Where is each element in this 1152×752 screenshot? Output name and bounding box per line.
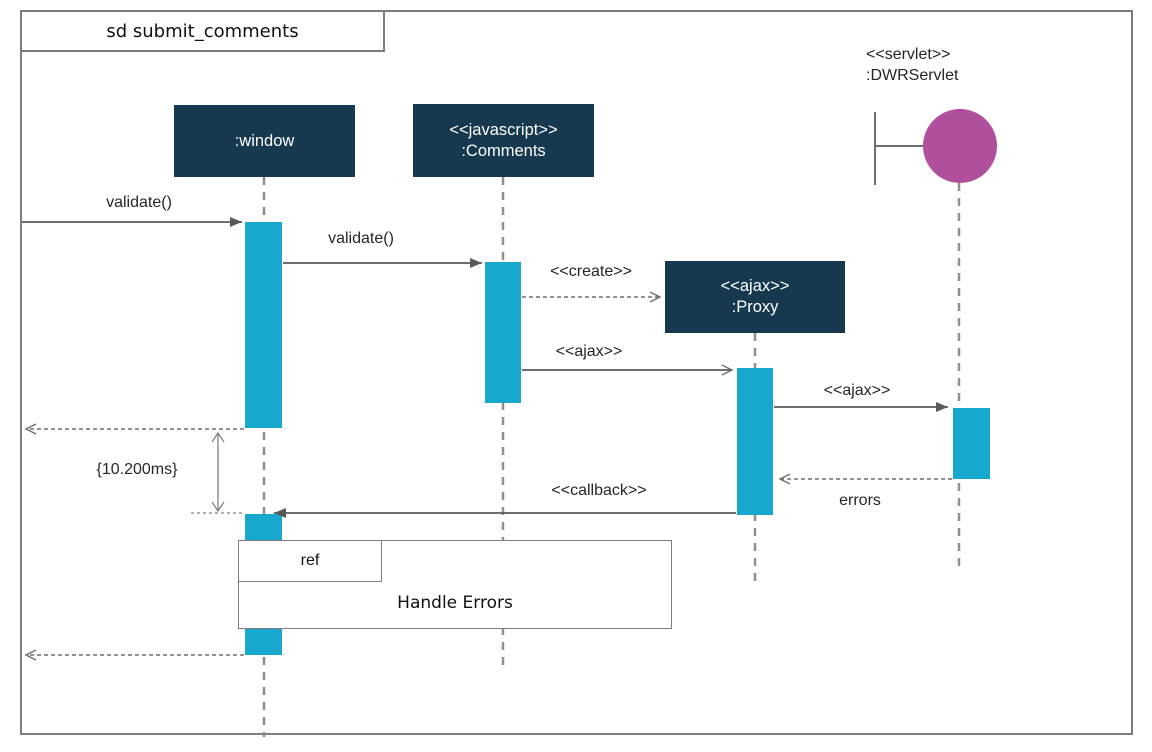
activation-proxy[interactable] <box>737 368 773 515</box>
boundary-icon-connector <box>876 145 923 147</box>
lifeline-head-proxy[interactable]: <<ajax>> :Proxy <box>665 261 845 333</box>
lifeline-name: :Proxy <box>731 298 779 316</box>
label-callback: <<callback>> <box>551 482 647 499</box>
frame-title-text: sd submit_comments <box>106 20 299 42</box>
ref-operator-box: ref <box>239 541 382 582</box>
lifeline-name: :window <box>234 131 295 150</box>
label-validate-comments: validate() <box>328 230 394 247</box>
label-validate-window: validate() <box>106 194 172 211</box>
ref-fragment[interactable]: ref Handle Errors <box>238 540 672 629</box>
lifeline-stereotype: <<servlet>> <box>866 46 951 63</box>
lifeline-head-window[interactable]: :window <box>174 105 355 177</box>
frame-title: sd submit_comments <box>20 10 385 52</box>
label-create-proxy: <<create>> <box>550 263 632 280</box>
boundary-icon-bar <box>874 112 876 185</box>
ref-fragment-name: Handle Errors <box>397 593 513 613</box>
lifeline-stereotype: <<ajax>> <box>720 277 790 295</box>
lifeline-head-comments[interactable]: <<javascript>> :Comments <box>413 104 594 177</box>
label-ajax-request: <<ajax>> <box>555 343 623 360</box>
activation-comments[interactable] <box>485 262 521 403</box>
activation-window-1[interactable] <box>245 222 282 428</box>
duration-arrowhead-down-icon <box>211 501 225 513</box>
lifeline-name: :Comments <box>461 141 546 160</box>
label-ajax-forward: <<ajax>> <box>823 382 891 399</box>
sequence-frame <box>20 10 1133 735</box>
duration-arrowhead-up-icon <box>211 431 225 443</box>
lifeline-head-servlet-label: <<servlet>> :DWRServlet <box>866 44 958 86</box>
duration-constraint-label: {10.200ms} <box>96 461 178 478</box>
label-errors: errors <box>839 492 881 509</box>
activation-servlet[interactable] <box>953 408 990 479</box>
lifeline-stereotype: <<javascript>> <box>449 120 558 139</box>
lifeline-name: :DWRServlet <box>866 67 959 84</box>
ref-operator-label: ref <box>300 552 320 569</box>
boundary-lifeline-icon[interactable] <box>923 109 997 183</box>
